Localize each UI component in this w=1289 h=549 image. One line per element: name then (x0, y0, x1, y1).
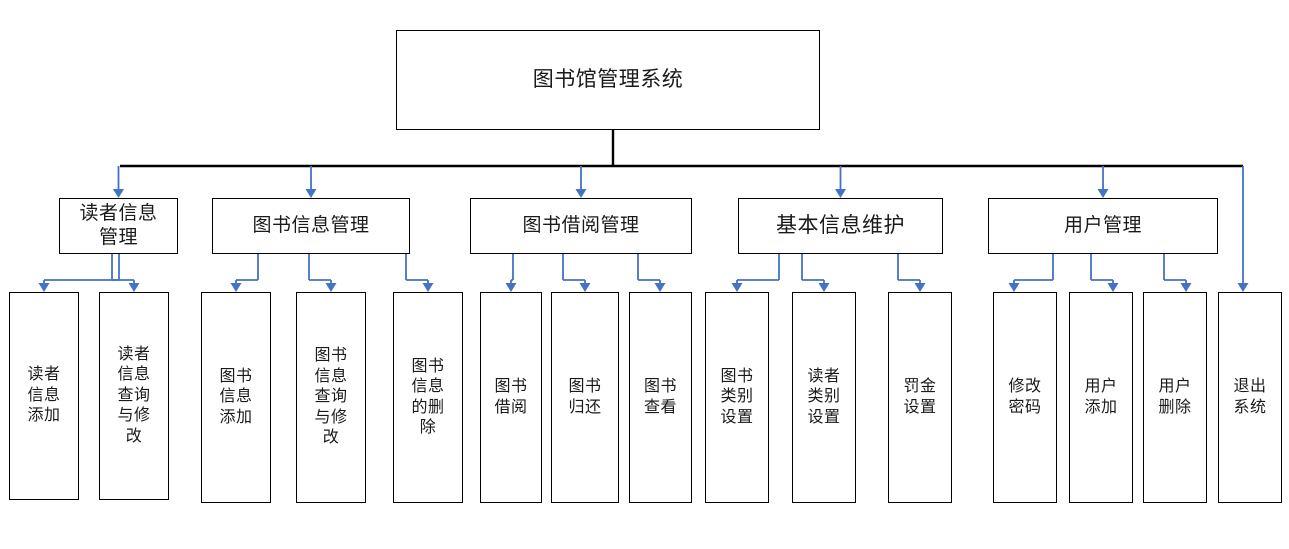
arrow-to-book-info-management (305, 189, 317, 198)
node-book-category-setting[interactable]: 图书类别设置 (705, 292, 769, 503)
node-change-password[interactable]: 修改密码 (993, 292, 1057, 503)
node-basic-info-maintenance[interactable]: 基本信息维护 (738, 198, 943, 254)
node-user-add[interactable]: 用户添加 (1069, 292, 1133, 503)
node-book-view[interactable]: 图书查看 (629, 292, 692, 503)
node-book-query-modify-label: 图书信息查询与修改 (314, 347, 348, 447)
node-book-return[interactable]: 图书归还 (551, 292, 619, 503)
node-reader-info-management[interactable]: 读者信息管理 (59, 198, 178, 254)
arrow-to-reader-query-modify (128, 283, 140, 292)
arrow-to-user-delete (1180, 283, 1192, 292)
arrow-to-book-view (654, 283, 666, 292)
node-book-borrow-management-label: 图书借阅管理 (522, 214, 640, 236)
arrow-to-book-query-modify (325, 283, 337, 292)
node-book-return-label: 图书归还 (568, 378, 602, 416)
arrow-to-basic-info-maintenance (835, 189, 846, 198)
node-reader-add[interactable]: 读者信息添加 (9, 292, 79, 500)
node-book-delete[interactable]: 图书信息的删除 (393, 292, 463, 503)
arrow-to-user-add (1107, 283, 1119, 292)
node-root-label: 图书馆管理系统 (532, 67, 684, 91)
arrow-to-exit-system (1237, 283, 1249, 292)
arrow-to-reader-info-management (113, 189, 124, 198)
node-book-borrow-label: 图书借阅 (494, 378, 528, 416)
node-basic-info-maintenance-label: 基本信息维护 (776, 213, 905, 237)
arrow-to-book-return (579, 283, 591, 292)
node-user-add-label: 用户添加 (1084, 378, 1118, 416)
arrow-to-book-borrow-management (575, 189, 587, 198)
node-user-delete-label: 用户删除 (1158, 378, 1192, 416)
node-exit-system[interactable]: 退出系统 (1218, 292, 1282, 503)
node-book-view-label: 图书查看 (643, 378, 677, 416)
node-book-delete-label: 图书信息的删除 (411, 357, 445, 436)
node-book-borrow[interactable]: 图书借阅 (480, 292, 542, 503)
arrow-to-book-borrow (505, 283, 517, 292)
node-reader-category-setting[interactable]: 读者类别设置 (792, 292, 856, 503)
node-book-info-management-label: 图书信息管理 (252, 214, 370, 236)
arrow-to-fine-setting (914, 283, 926, 292)
node-fine-setting[interactable]: 罚金设置 (888, 292, 952, 503)
node-reader-query-modify[interactable]: 读者信息查询与修改 (99, 292, 169, 500)
node-fine-setting-label: 罚金设置 (903, 378, 937, 416)
node-book-category-setting-label: 图书类别设置 (720, 367, 754, 426)
node-book-add-label: 图书信息添加 (219, 367, 253, 426)
arrow-to-reader-add (38, 283, 50, 292)
node-change-password-label: 修改密码 (1008, 378, 1042, 416)
node-book-query-modify[interactable]: 图书信息查询与修改 (296, 292, 366, 503)
node-reader-info-management-label: 读者信息管理 (79, 202, 158, 248)
node-user-delete[interactable]: 用户删除 (1143, 292, 1207, 503)
node-reader-category-setting-label: 读者类别设置 (807, 367, 841, 426)
arrow-to-user-management (1097, 189, 1109, 198)
node-exit-system-label: 退出系统 (1233, 378, 1267, 416)
node-user-management-label: 用户管理 (1063, 214, 1142, 236)
arrow-to-reader-category-setting (818, 283, 830, 292)
node-reader-add-label: 读者信息添加 (27, 366, 61, 425)
node-book-add[interactable]: 图书信息添加 (201, 292, 271, 503)
arrow-to-change-password (1008, 283, 1020, 292)
node-root[interactable]: 图书馆管理系统 (396, 30, 820, 130)
arrow-to-book-delete (422, 283, 434, 292)
node-book-info-management[interactable]: 图书信息管理 (212, 198, 410, 254)
node-reader-query-modify-label: 读者信息查询与修改 (117, 345, 151, 445)
node-book-borrow-management[interactable]: 图书借阅管理 (470, 198, 692, 254)
node-user-management[interactable]: 用户管理 (988, 198, 1218, 254)
arrow-to-book-category-setting (731, 283, 743, 292)
arrow-to-book-add (230, 283, 242, 292)
